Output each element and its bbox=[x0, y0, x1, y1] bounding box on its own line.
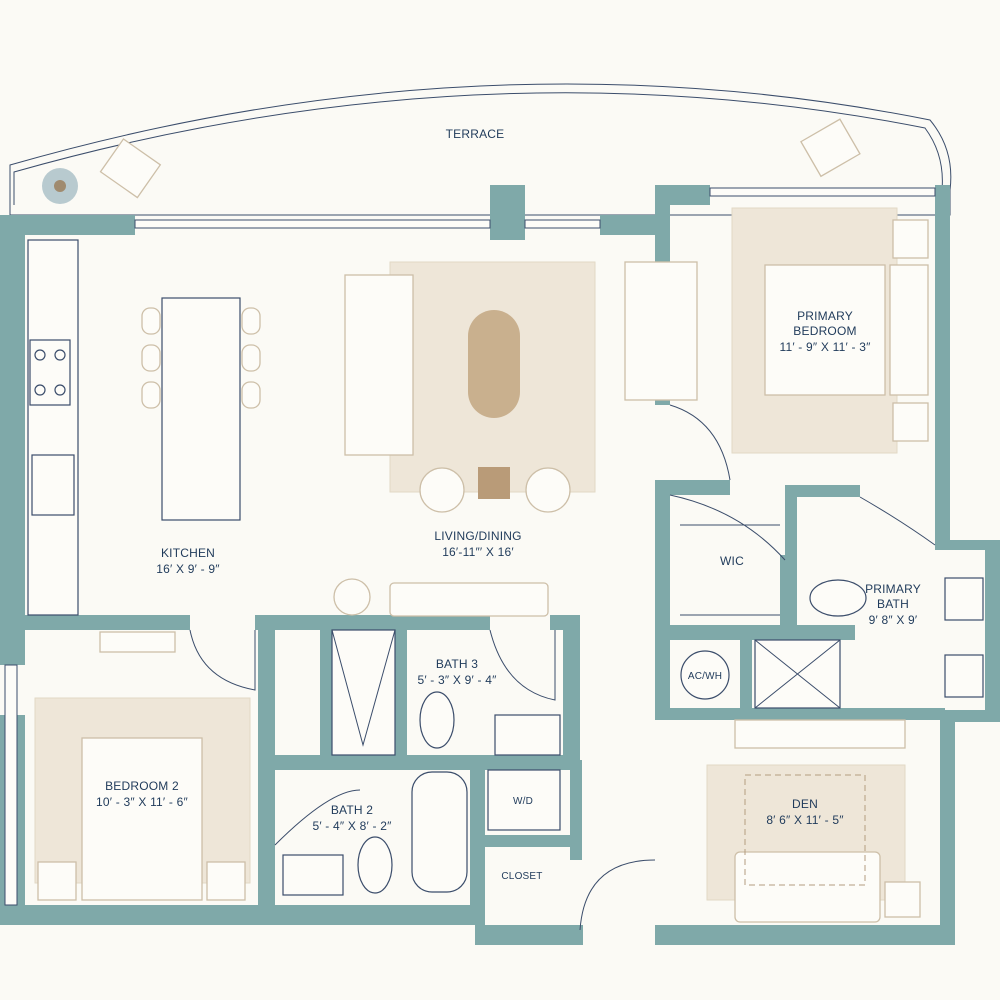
plant-icon bbox=[42, 168, 78, 204]
bed bbox=[81, 737, 203, 901]
ottoman bbox=[333, 578, 371, 616]
terrace-outline bbox=[9, 83, 952, 216]
media-cabinet bbox=[624, 261, 698, 401]
primary-bath-label: PRIMARY bbox=[865, 582, 921, 596]
kitchen-island bbox=[161, 297, 241, 521]
armchair bbox=[525, 467, 571, 513]
bar-stools bbox=[141, 307, 261, 409]
bath2-size: 5′ - 4″ X 8′ - 2″ bbox=[312, 819, 392, 833]
vanity bbox=[494, 714, 561, 756]
bath2-label: BATH 2 bbox=[331, 803, 373, 817]
bath3-size: 5′ - 3″ X 9′ - 4″ bbox=[417, 673, 497, 687]
den-label: DEN bbox=[792, 797, 818, 811]
ac-wh-unit bbox=[680, 650, 730, 700]
shower bbox=[331, 629, 396, 756]
door-swing bbox=[859, 496, 936, 546]
ac-wh-label: AC/WH bbox=[688, 671, 722, 682]
wic-label: WIC bbox=[720, 554, 744, 568]
washer-dryer bbox=[487, 769, 561, 831]
kitchen-counters bbox=[27, 239, 79, 616]
wd-label: W/D bbox=[513, 796, 533, 807]
den-rug-border bbox=[744, 774, 866, 886]
vanity bbox=[944, 654, 984, 698]
bathtub bbox=[411, 771, 468, 893]
primary-bedroom-label: PRIMARY bbox=[797, 309, 853, 323]
dresser bbox=[99, 631, 176, 653]
window bbox=[709, 187, 936, 197]
toilet bbox=[809, 579, 867, 617]
window bbox=[134, 219, 491, 229]
toilet bbox=[357, 836, 393, 894]
sofa bbox=[344, 274, 414, 456]
kitchen-size: 16′ X 9′ - 9″ bbox=[156, 562, 220, 576]
toilet bbox=[419, 691, 455, 749]
nightstand bbox=[892, 219, 929, 259]
side-table bbox=[884, 881, 921, 918]
door-swing bbox=[669, 494, 786, 561]
sofa bbox=[734, 851, 881, 923]
door-swing bbox=[274, 789, 361, 846]
vanity bbox=[944, 577, 984, 621]
nightstand bbox=[892, 402, 929, 442]
coffee-table bbox=[468, 310, 520, 418]
console bbox=[389, 582, 549, 617]
primary-bedroom-label: BEDROOM bbox=[793, 324, 856, 338]
window bbox=[4, 664, 18, 906]
window bbox=[524, 219, 601, 229]
terrace-chair bbox=[99, 138, 162, 199]
bed bbox=[764, 264, 886, 396]
terrace-railing bbox=[13, 92, 943, 205]
den-size: 8′ 6″ X 11′ - 5″ bbox=[766, 813, 844, 827]
door-swing bbox=[579, 859, 656, 931]
bedroom2-size: 10′ - 3″ X 11′ - 6″ bbox=[96, 795, 189, 809]
terrace-chair bbox=[800, 118, 861, 178]
primary-bedroom-size: 11′ - 9″ X 11′ - 3″ bbox=[779, 340, 871, 354]
desk bbox=[734, 719, 906, 749]
wic-shelves bbox=[680, 524, 780, 616]
bath3-label: BATH 3 bbox=[436, 657, 478, 671]
nightstand bbox=[37, 861, 77, 901]
kitchen-label: KITCHEN bbox=[161, 546, 215, 560]
headboard bbox=[889, 264, 929, 396]
nightstand bbox=[206, 861, 246, 901]
armchair bbox=[419, 467, 465, 513]
primary-bath-size: 9′ 8″ X 9′ bbox=[869, 613, 918, 627]
walls bbox=[0, 185, 1000, 945]
primary-bath-label: BATH bbox=[877, 597, 909, 611]
vanity bbox=[282, 854, 344, 896]
side-table bbox=[478, 467, 510, 499]
bedroom2-label: BEDROOM 2 bbox=[105, 779, 179, 793]
door-swing bbox=[489, 629, 556, 701]
living-dining-size: 16′-11″′ X 16′ bbox=[442, 545, 514, 559]
door-swing bbox=[189, 629, 256, 691]
closet-label: CLOSET bbox=[501, 871, 542, 882]
living-dining-label: LIVING/DINING bbox=[434, 529, 521, 543]
terrace-label: TERRACE bbox=[446, 127, 505, 141]
door-swing bbox=[669, 404, 731, 481]
